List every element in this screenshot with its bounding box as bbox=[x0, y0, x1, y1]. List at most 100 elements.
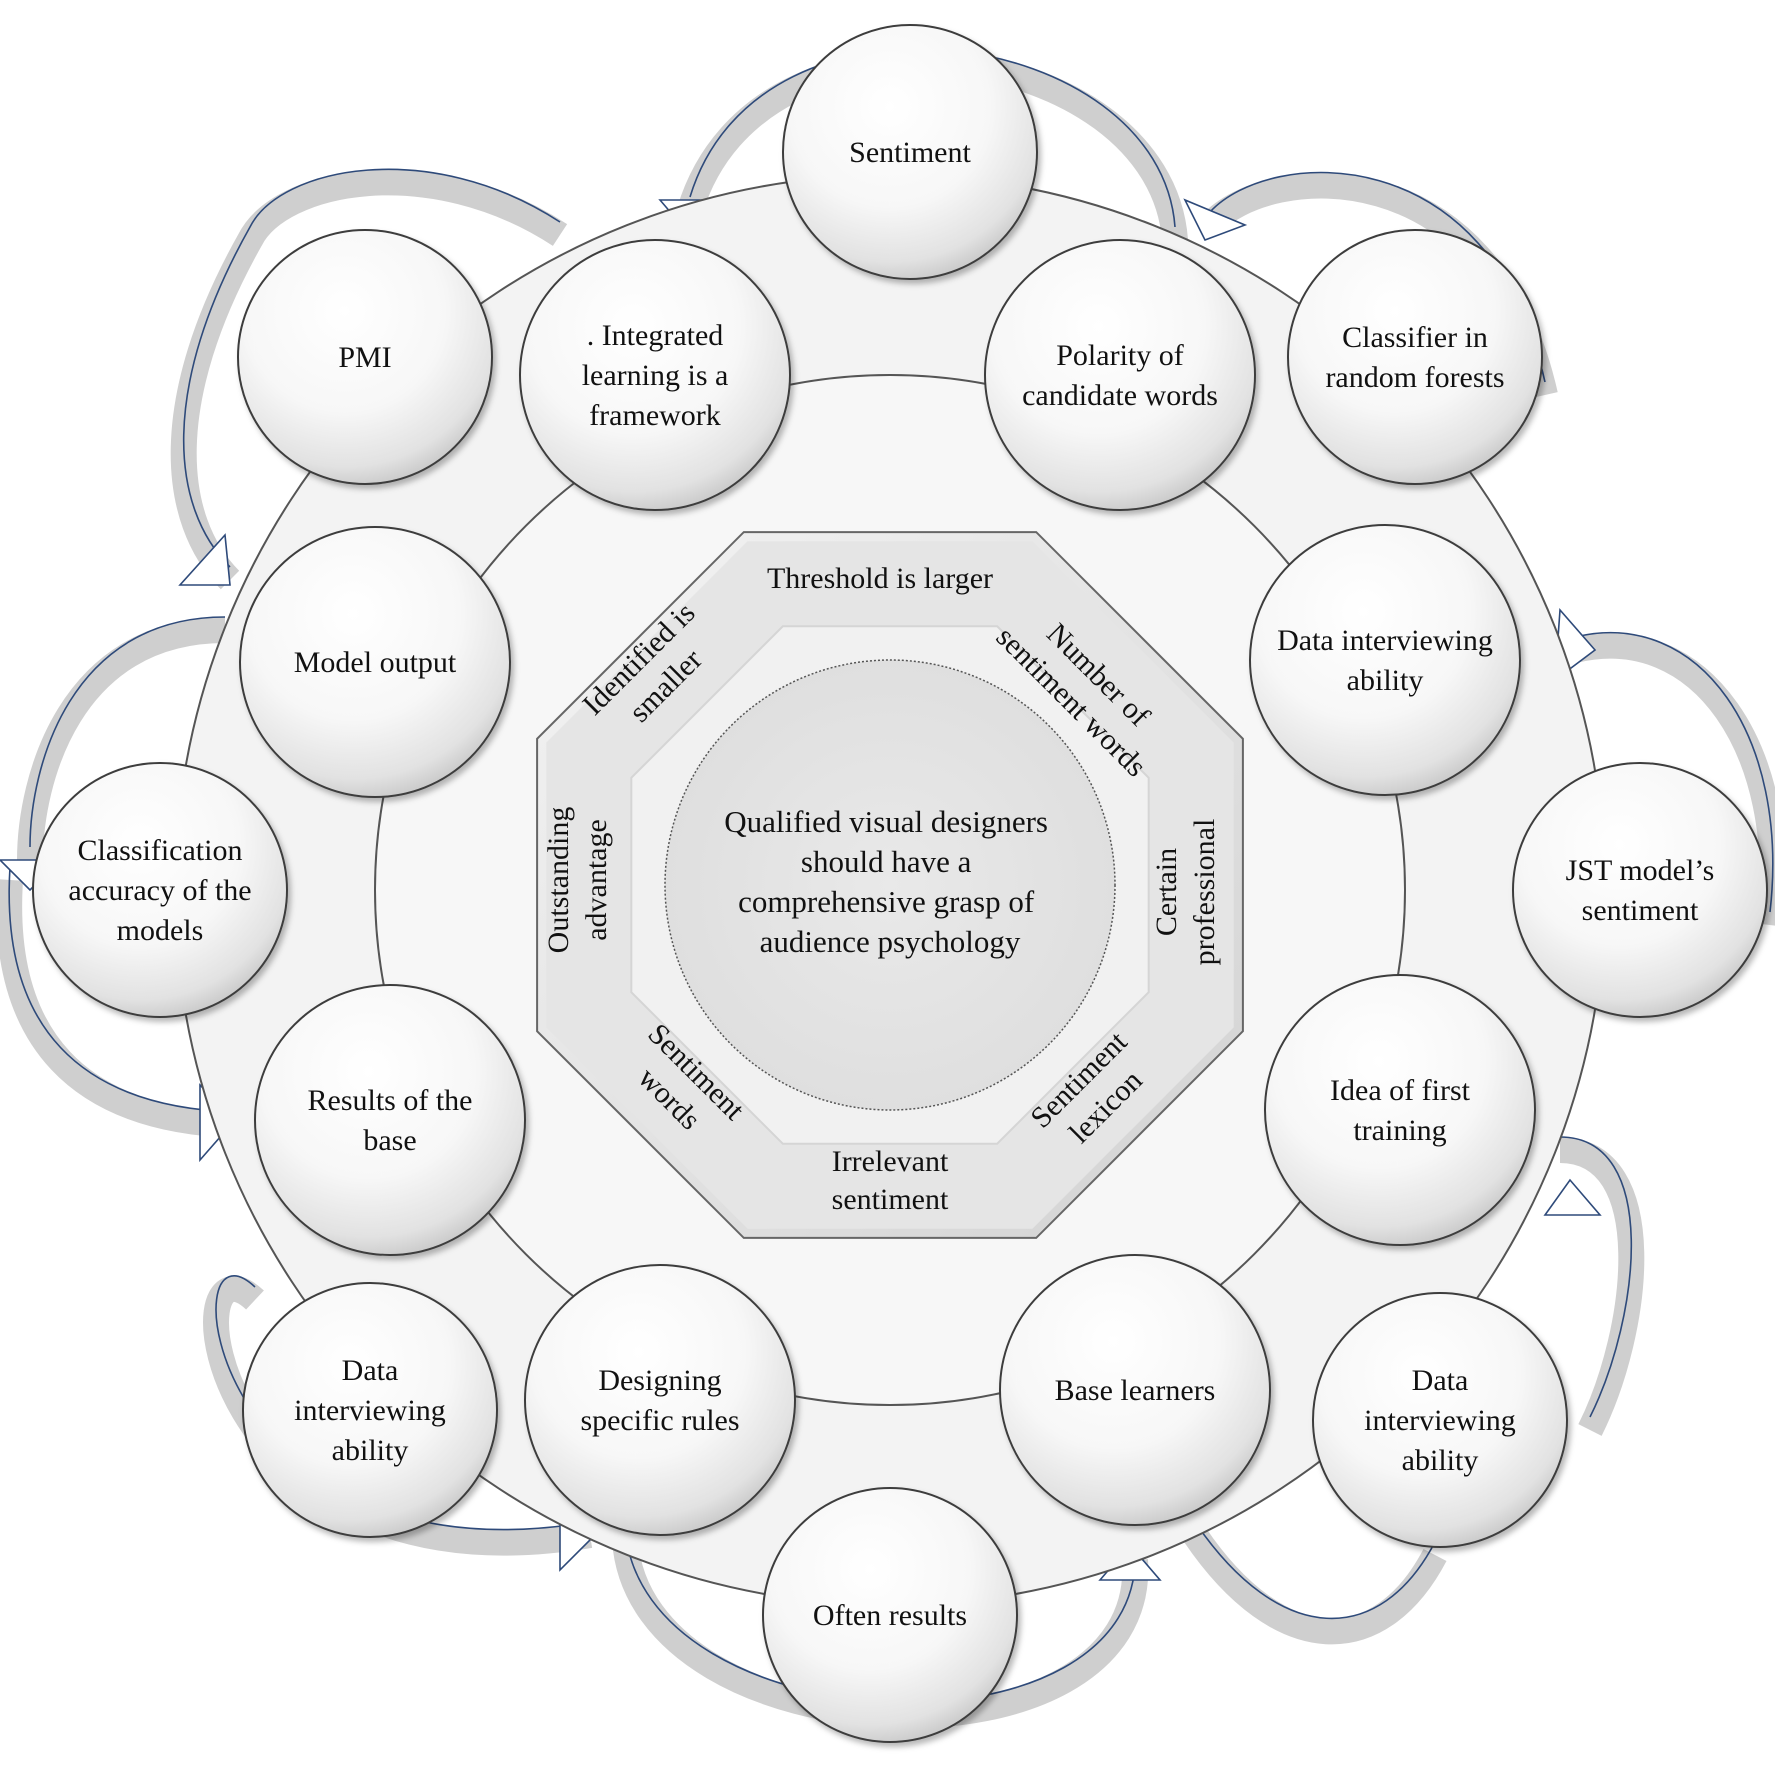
core-text: Qualified visual designers should have a… bbox=[724, 804, 1055, 959]
octagon-label-line: Outstanding bbox=[542, 807, 575, 954]
octagon-label-line: Certain bbox=[1150, 848, 1183, 936]
inner-node-results-of-base: Results of the base bbox=[254, 984, 526, 1256]
node-label-line: Data bbox=[342, 1354, 399, 1387]
node-label-line: JST model’s bbox=[1566, 854, 1715, 887]
node-circle bbox=[984, 239, 1256, 511]
octagon-label-irrelevant-sentiment: Irrelevant sentiment bbox=[832, 1145, 949, 1216]
node-label-line: Idea of first bbox=[1330, 1074, 1471, 1107]
curved-arrow-band bbox=[0, 879, 236, 1138]
octagon-label-threshold: Threshold is larger bbox=[767, 562, 993, 595]
inner-node-idea-first-training: Idea of first training bbox=[1264, 974, 1536, 1246]
node-label-line: specific rules bbox=[580, 1404, 739, 1437]
node-label-line: Often results bbox=[813, 1599, 967, 1632]
curved-arrow bbox=[1543, 1136, 1645, 1436]
node-circle bbox=[1287, 229, 1543, 485]
node-circle bbox=[237, 229, 493, 485]
octagon-label-line: advantage bbox=[580, 819, 613, 941]
node-label-line: accuracy of the bbox=[68, 874, 251, 907]
inner-node-polarity-candidate-words: Polarity of candidate words bbox=[984, 239, 1256, 511]
node-label-line: ability bbox=[1347, 664, 1424, 697]
curved-arrow-outline bbox=[1194, 1521, 1436, 1620]
octagon-label-line: Threshold is larger bbox=[767, 562, 993, 595]
node-label: Results of the base bbox=[308, 1084, 473, 1157]
inner-node-designing-specific-rules: Designing specific rules bbox=[524, 1264, 796, 1536]
outer-node-classifier-random-forests: Classifier in random forests bbox=[1287, 229, 1543, 485]
node-label: Idea of first training bbox=[1330, 1074, 1471, 1147]
octagon-label-line: sentiment bbox=[832, 1183, 949, 1216]
node-label-line: Polarity of bbox=[1056, 339, 1184, 372]
node-label: Base learners bbox=[1055, 1374, 1216, 1407]
inner-node-base-learners: Base learners bbox=[999, 1254, 1271, 1526]
node-label-line: Designing bbox=[598, 1364, 721, 1397]
node-label-line: ability bbox=[332, 1434, 409, 1467]
node-label-line: Data bbox=[1412, 1364, 1469, 1397]
curved-arrow bbox=[170, 168, 568, 590]
node-label: Data interviewing ability bbox=[294, 1354, 446, 1467]
node-label-line: Results of the bbox=[308, 1084, 473, 1117]
arrow-head bbox=[178, 533, 231, 586]
outer-node-data-interviewing-ability-lower-right: Data interviewing ability bbox=[1312, 1292, 1568, 1548]
node-label-line: candidate words bbox=[1022, 379, 1218, 412]
node-label-line: interviewing bbox=[294, 1394, 446, 1427]
node-label-line: training bbox=[1353, 1114, 1446, 1147]
outer-node-sentiment: Sentiment bbox=[782, 24, 1038, 280]
node-label: Classification accuracy of the models bbox=[68, 834, 251, 947]
node-label-line: models bbox=[117, 914, 204, 947]
node-label-line: random forests bbox=[1325, 361, 1504, 394]
core: Qualified visual designers should have a… bbox=[664, 659, 1116, 1111]
node-circle bbox=[1312, 1292, 1568, 1548]
node-label-line: Base learners bbox=[1055, 1374, 1216, 1407]
node-label-line: Classification bbox=[78, 834, 243, 867]
node-label-line: interviewing bbox=[1364, 1404, 1516, 1437]
outer-node-pmi: PMI bbox=[237, 229, 493, 485]
node-circle bbox=[32, 762, 288, 1018]
curved-arrow-outline bbox=[29, 616, 226, 848]
node-label-line: Classifier in bbox=[1342, 321, 1488, 354]
node-label: Classifier in random forests bbox=[1325, 321, 1504, 394]
inner-node-model-output: Model output bbox=[239, 526, 511, 798]
octagon-label-line: professional bbox=[1188, 819, 1221, 966]
node-circle bbox=[519, 239, 791, 511]
curved-arrow-outline bbox=[1559, 1136, 1633, 1418]
curved-arrow-band bbox=[17, 617, 226, 861]
node-label-line: ability bbox=[1402, 1444, 1479, 1477]
curved-arrow-outline bbox=[1574, 631, 1774, 913]
node-circle bbox=[524, 1264, 796, 1536]
node-label-line: base bbox=[363, 1124, 416, 1157]
node-circle bbox=[254, 984, 526, 1256]
curved-arrow-band bbox=[1184, 1527, 1447, 1645]
node-label: Data interviewing ability bbox=[1364, 1364, 1516, 1477]
outer-node-jst-model-sentiment: JST model’s sentiment bbox=[1512, 762, 1768, 1018]
octagon-label-line: Irrelevant bbox=[832, 1145, 949, 1178]
arrow-head bbox=[1543, 1178, 1602, 1216]
node-label: Data interviewing ability bbox=[1277, 624, 1493, 697]
core-line: comprehensive grasp of bbox=[738, 884, 1035, 919]
node-label-line: Data interviewing bbox=[1277, 624, 1493, 657]
core-line: audience psychology bbox=[760, 924, 1021, 959]
node-label-line: sentiment bbox=[1582, 894, 1699, 927]
node-label: PMI bbox=[338, 341, 391, 374]
node-circle bbox=[999, 1254, 1271, 1526]
node-label-line: learning is a bbox=[582, 359, 729, 392]
core-line: Qualified visual designers bbox=[724, 804, 1048, 839]
outer-node-data-interviewing-ability-lower-left: Data interviewing ability bbox=[242, 1282, 498, 1538]
node-circle bbox=[242, 1282, 498, 1538]
node-label-line: PMI bbox=[338, 341, 391, 374]
node-circle bbox=[1264, 974, 1536, 1246]
inner-node-data-interviewing-ability-right: Data interviewing ability bbox=[1249, 524, 1521, 796]
curved-arrow-outline bbox=[8, 866, 236, 1113]
node-label: Sentiment bbox=[849, 136, 971, 169]
curved-arrow-outline bbox=[182, 168, 561, 568]
node-circle bbox=[1512, 762, 1768, 1018]
outer-node-often-results: Often results bbox=[762, 1487, 1018, 1743]
node-circle bbox=[239, 526, 511, 798]
node-label-line: framework bbox=[589, 399, 721, 432]
arrow-head bbox=[1183, 198, 1248, 242]
node-label-line: Sentiment bbox=[849, 136, 971, 169]
node-label: Model output bbox=[294, 646, 457, 679]
core-circle bbox=[664, 659, 1116, 1111]
node-label: Often results bbox=[813, 1599, 967, 1632]
